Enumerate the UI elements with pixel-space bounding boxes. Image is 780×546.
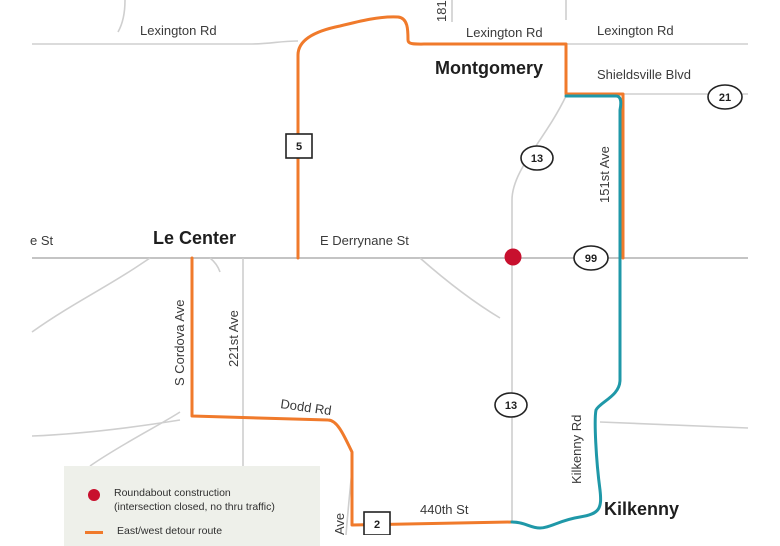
- road-diagonal-west: [31, 257, 151, 333]
- detour-map: 5 2 13 13 21 99 Lexington Rd Lexington R…: [30, 0, 749, 535]
- orange-line-icon: [85, 531, 103, 534]
- highway-13-label-south: 13: [505, 400, 517, 412]
- highway-2-shield: 2: [363, 511, 391, 535]
- road-east-lower: [599, 421, 749, 429]
- map-legend: Roundabout construction (intersection cl…: [64, 466, 320, 546]
- highway-21-label: 21: [719, 92, 731, 104]
- town-label-kilkenny: Kilkenny: [604, 499, 679, 519]
- legend-label-ew-detour: East/west detour route: [117, 525, 223, 537]
- road-label-dodd-rd: Dodd Rd: [280, 396, 333, 418]
- highway-5-shield: 5: [285, 133, 313, 159]
- road-label-151st-ave: 151st Ave: [597, 146, 612, 203]
- lexington-rd: [32, 40, 299, 45]
- highway-13-shield-south: 13: [494, 392, 528, 418]
- highway-2-label: 2: [374, 519, 380, 531]
- town-label-montgomery: Montgomery: [435, 58, 543, 78]
- road-diagonal-mid: [419, 257, 501, 319]
- legend-item-roundabout: Roundabout construction (intersection cl…: [64, 486, 275, 514]
- road-label-181-partial: 181: [434, 0, 449, 22]
- road-label-ave-partial: Ave: [332, 513, 347, 535]
- north-south-detour: [510, 94, 623, 530]
- highway-99-label: 99: [585, 253, 597, 265]
- east-west-detour-south: [190, 256, 514, 527]
- road-label-kilkenny-rd: Kilkenny Rd: [569, 415, 584, 484]
- road-label-e-derrynane-st: E Derrynane St: [320, 233, 409, 248]
- east-west-detour-north: [296, 15, 625, 260]
- highway-5-label: 5: [296, 141, 302, 153]
- road-west-lower: [31, 419, 181, 437]
- town-label-le-center: Le Center: [153, 228, 236, 248]
- road-top-stub: [117, 0, 126, 33]
- highway-13-label-north: 13: [531, 153, 543, 165]
- road-label-lexington-rd-mid: Lexington Rd: [466, 25, 543, 40]
- road-label-shieldsville-blvd: Shieldsville Blvd: [597, 67, 691, 82]
- highway-21-shield: 21: [707, 84, 743, 110]
- road-label-lexington-rd-west: Lexington Rd: [140, 23, 217, 38]
- road-label-221st-ave: 221st Ave: [226, 310, 241, 367]
- road-label-s-cordova-ave: S Cordova Ave: [172, 300, 187, 386]
- road-sw-lower: [89, 411, 181, 467]
- highway-13-north: [511, 95, 567, 258]
- road-label-e-st-partial: e St: [30, 233, 54, 248]
- road-label-lexington-rd-east: Lexington Rd: [597, 23, 674, 38]
- legend-item-ew-detour: East/west detour route: [64, 524, 222, 538]
- legend-note-roundabout: (intersection closed, no thru traffic): [114, 501, 275, 513]
- highway-13-shield-north: 13: [520, 145, 554, 171]
- highway-99-shield: 99: [573, 245, 609, 271]
- legend-text-roundabout: Roundabout construction (intersection cl…: [114, 486, 275, 514]
- road-near-le-center: [209, 257, 221, 273]
- roundabout-dot-icon: [88, 489, 100, 501]
- legend-label-roundabout: Roundabout construction: [114, 487, 231, 499]
- road-label-440th-st: 440th St: [420, 502, 469, 517]
- roundabout-construction-marker: [504, 248, 522, 266]
